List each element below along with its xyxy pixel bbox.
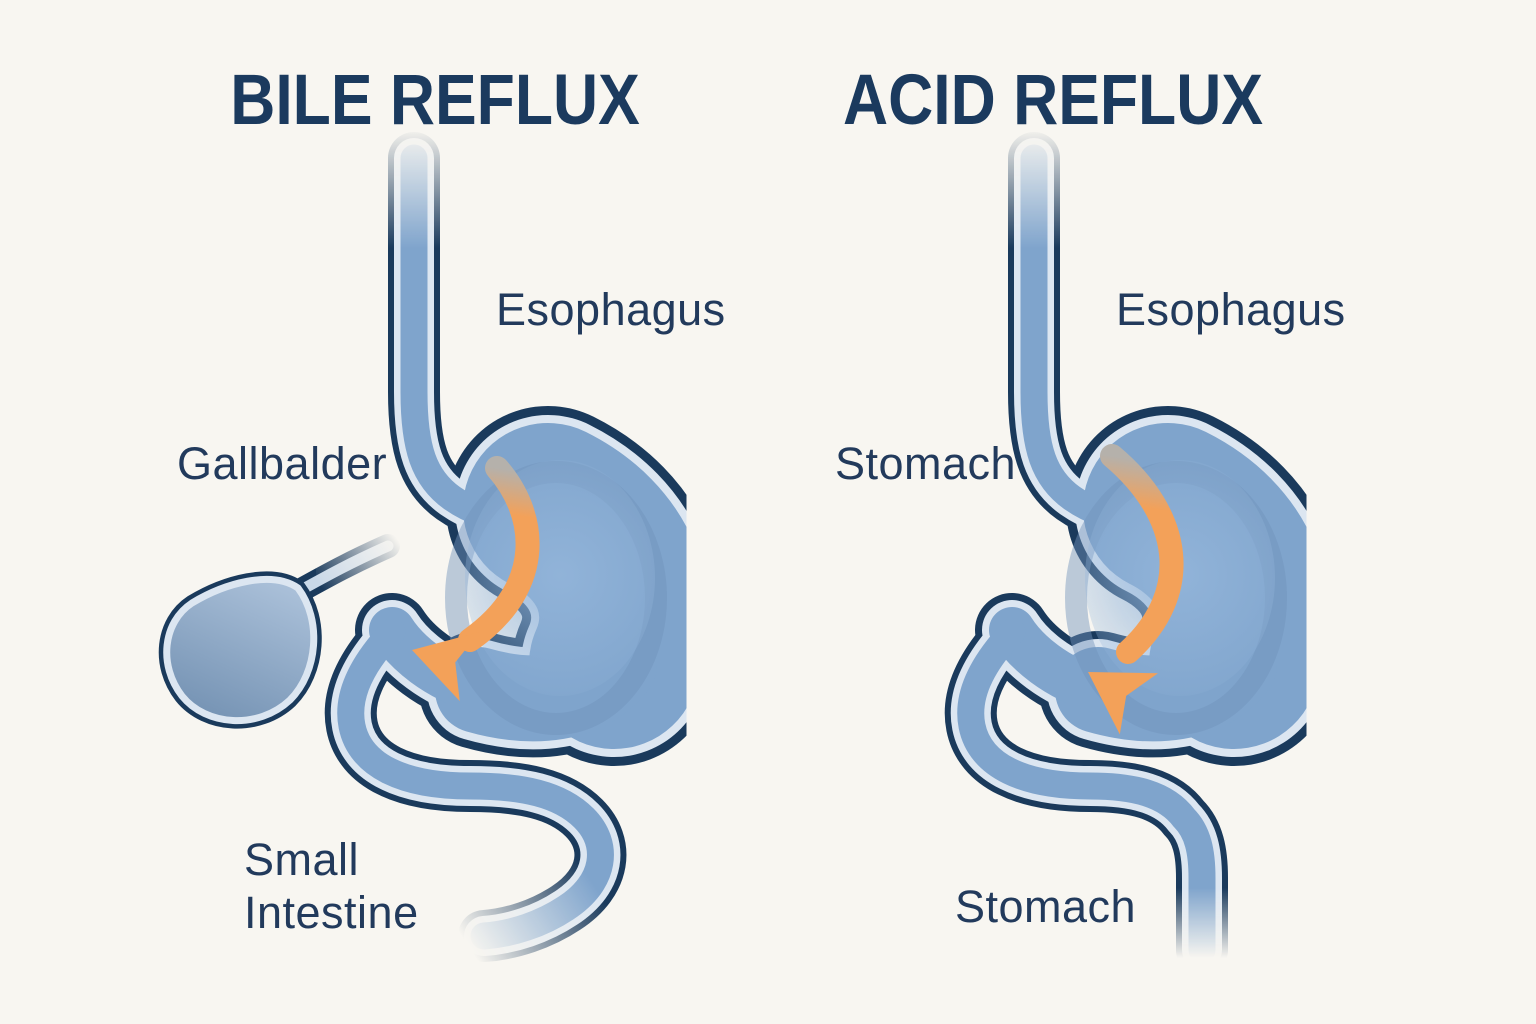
- label-esophagus-right: Esophagus: [1116, 284, 1346, 335]
- label-esophagus-left: Esophagus: [496, 284, 726, 335]
- reflux-arrow-left: [412, 456, 540, 702]
- title-acid-reflux: ACID REFLUX: [842, 61, 1264, 140]
- reflux-arrow-left-shaft: [458, 456, 540, 652]
- label-small-intestine: Small Intestine: [244, 833, 419, 939]
- acid-reflux-anatomy: [944, 132, 1347, 976]
- reflux-arrow-right-shaft: [1100, 444, 1184, 664]
- label-stomach-right-lower: Stomach: [955, 881, 1137, 932]
- label-gallbladder: Gallbalder: [177, 438, 388, 489]
- reflux-arrow-right-head: [1088, 672, 1158, 735]
- reflux-arrow-right: [1088, 444, 1184, 735]
- label-small-intestine-line1: Small: [244, 834, 360, 885]
- title-bile-reflux: BILE REFLUX: [230, 61, 640, 140]
- gallbladder-bulb: [163, 576, 318, 724]
- reflux-arrow-left-head: [412, 631, 480, 702]
- label-small-intestine-line2: Intestine: [244, 887, 419, 938]
- bile-reflux-anatomy: [324, 132, 727, 962]
- stomach-left-highlight: [465, 460, 655, 696]
- gallbladder: [158, 534, 400, 729]
- gallbladder-duct-core: [288, 540, 394, 600]
- label-stomach-right-upper: Stomach: [835, 438, 1017, 489]
